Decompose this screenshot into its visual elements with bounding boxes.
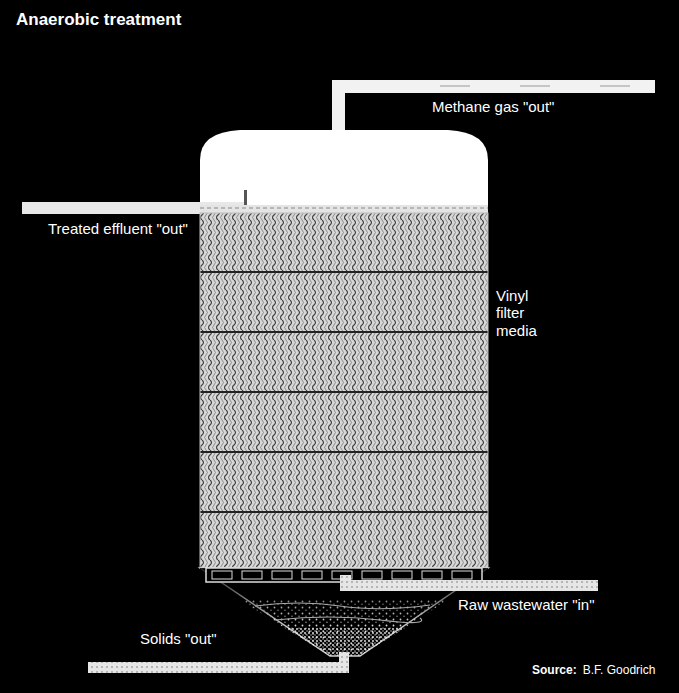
source-label: Source: <box>530 664 579 678</box>
tank-dome <box>200 130 488 205</box>
solids-pipe <box>88 662 349 673</box>
diagram-title: Anaerobic treatment <box>14 10 183 30</box>
media-module-joints <box>200 272 488 512</box>
inlet-label: Raw wastewater "in" <box>456 596 597 613</box>
inlet-pipe <box>340 580 598 591</box>
outlet-label: Methane gas "out" <box>430 98 556 115</box>
vinyl-filter-media <box>200 213 488 568</box>
part-label: Vinyl filter media <box>494 287 554 339</box>
gas-pipe <box>332 80 655 93</box>
outlet-label: Treated effluent "out" <box>46 220 190 237</box>
outlet-label: Solids "out" <box>138 630 219 647</box>
source-label: B.F. Goodrich <box>581 664 658 678</box>
